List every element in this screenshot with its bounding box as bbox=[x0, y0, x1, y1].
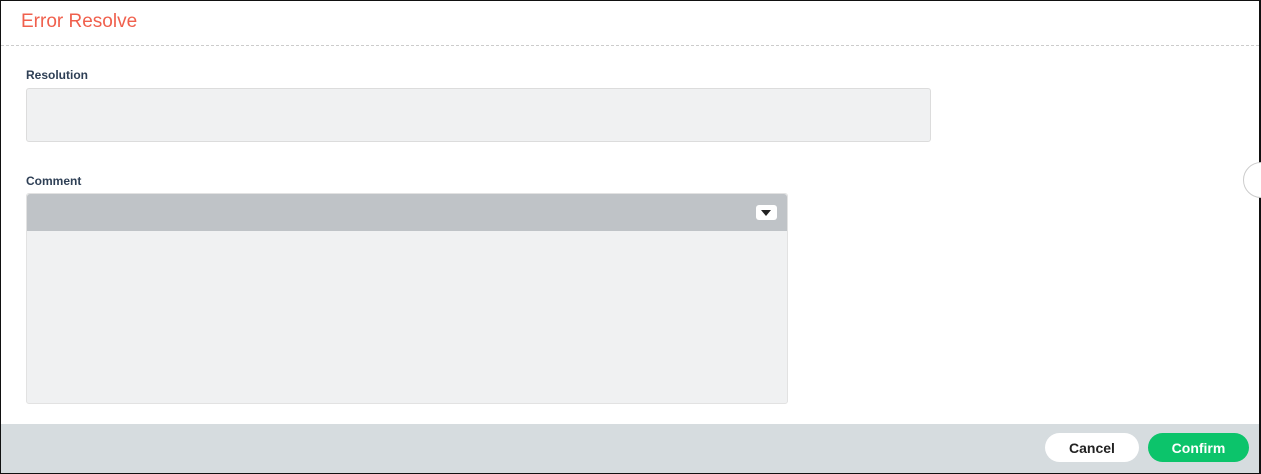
cancel-button[interactable]: Cancel bbox=[1045, 433, 1139, 462]
comment-textarea[interactable] bbox=[27, 231, 787, 401]
divider bbox=[1, 45, 1259, 46]
dialog-footer: Cancel Confirm bbox=[1, 424, 1259, 473]
confirm-button[interactable]: Confirm bbox=[1148, 433, 1249, 462]
toolbar-dropdown-caret-icon[interactable] bbox=[756, 205, 777, 220]
dialog-title: Error Resolve bbox=[21, 11, 138, 32]
resolution-field[interactable] bbox=[26, 88, 931, 142]
editor-toolbar bbox=[27, 194, 787, 231]
comment-label: Comment bbox=[26, 174, 82, 188]
resolution-label: Resolution bbox=[26, 68, 88, 82]
comment-editor[interactable] bbox=[26, 193, 788, 404]
